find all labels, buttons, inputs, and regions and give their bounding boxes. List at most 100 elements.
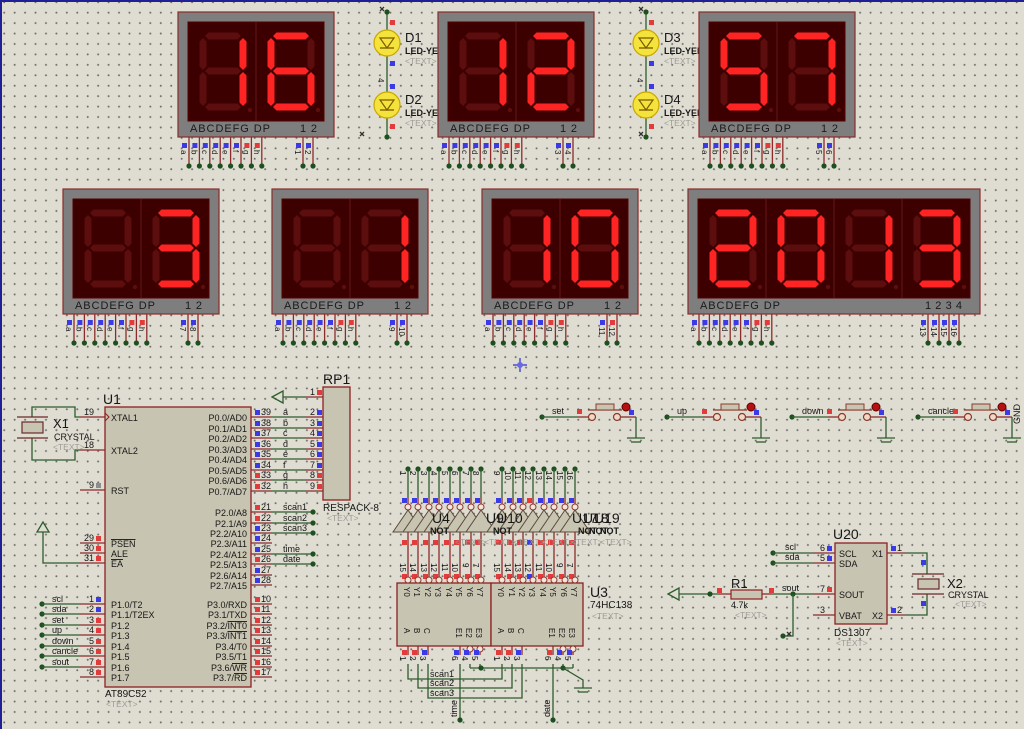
display-pin[interactable]: b — [699, 314, 713, 346]
display-pin[interactable]: 10 — [397, 314, 410, 346]
display-pin[interactable]: g — [762, 137, 776, 169]
display-pin[interactable]: 8 — [188, 314, 201, 346]
display-pin[interactable]: e — [731, 314, 744, 346]
display-pin[interactable]: 1 — [293, 137, 306, 169]
display-pin[interactable]: d — [470, 137, 483, 169]
display-pin[interactable]: 14 — [929, 314, 942, 346]
display-pin[interactable]: 13 — [918, 314, 931, 346]
display-pin[interactable]: g — [126, 314, 139, 346]
u1-pin-4[interactable]: 4P1.3up — [39, 625, 130, 641]
inverter-8[interactable]: 8 — [465, 466, 497, 577]
display-pin[interactable]: c — [85, 314, 98, 346]
display-pin[interactable]: 12 — [607, 314, 620, 346]
display-pin[interactable]: c — [721, 137, 734, 169]
display-pin[interactable]: g — [545, 314, 559, 346]
decoder-unit-2[interactable]: 15Y014Y113Y212Y311Y410Y59Y67Y71A2B3C6E14… — [490, 563, 584, 661]
display-pin[interactable]: b — [493, 314, 506, 346]
display-pin[interactable]: e — [742, 137, 755, 169]
display-pin[interactable]: b — [449, 137, 462, 169]
display-pin[interactable]: d — [720, 314, 733, 346]
button-actuator[interactable] — [997, 402, 1007, 412]
display-pin[interactable]: f — [231, 137, 244, 169]
display-pin[interactable]: b — [283, 314, 296, 346]
display-pin[interactable]: c — [460, 137, 473, 169]
microcontroller-u1[interactable]: U1AT89C52<TEXT>19XTAL118XTAL29RST29PSEN3… — [35, 391, 316, 709]
display-pin[interactable]: f — [116, 314, 129, 346]
resistor-r1[interactable]: R14.7k<TEXT> — [666, 576, 774, 620]
rtc-u20[interactable]: U20DS1307<TEXT>6SCL5SDA7SOUT3VBAT1X12X2s… — [770, 526, 905, 648]
button-actuator[interactable] — [746, 402, 756, 412]
display-pin[interactable]: d — [210, 137, 223, 169]
display-pin[interactable]: 3 — [553, 137, 566, 169]
display-pin[interactable]: a — [700, 137, 713, 169]
display-pin[interactable]: g — [751, 314, 765, 346]
display-pin[interactable]: 4 — [563, 137, 576, 169]
push-button-cancle[interactable]: cancle — [915, 402, 1021, 443]
display-pin[interactable]: 6 — [824, 137, 837, 169]
display-pin[interactable]: h — [137, 314, 150, 346]
display-pin[interactable]: f — [325, 314, 338, 346]
display-pin[interactable]: c — [294, 314, 307, 346]
display-pin[interactable]: h — [252, 137, 265, 169]
display-pin[interactable]: e — [106, 314, 119, 346]
display-pin[interactable]: 11 — [597, 314, 610, 346]
display-pin[interactable]: f — [752, 137, 765, 169]
display-pin[interactable]: f — [491, 137, 504, 169]
u1-pin-8[interactable]: 8P1.7 — [80, 667, 130, 683]
display-pin[interactable]: h — [512, 137, 525, 169]
push-button-up[interactable]: up — [664, 402, 770, 443]
u20-pin-2[interactable]: 2X2 — [872, 605, 905, 621]
display-pin[interactable]: 9 — [387, 314, 400, 346]
display-pin[interactable]: h — [346, 314, 359, 346]
display-pin[interactable]: 2 — [303, 137, 316, 169]
display-pin[interactable]: h — [556, 314, 569, 346]
display-pin[interactable]: f — [741, 314, 754, 346]
display-pin[interactable]: g — [501, 137, 514, 169]
display-pin[interactable]: c — [710, 314, 723, 346]
decoder-u3[interactable]: 15Y014Y113Y212Y311Y410Y59Y67Y71A2B3C6E14… — [396, 563, 633, 723]
display-pin[interactable]: a — [689, 314, 702, 346]
display-pin[interactable]: c — [200, 137, 213, 169]
display-pin[interactable]: 16 — [949, 314, 962, 346]
display-pin[interactable]: e — [525, 314, 538, 346]
display-pin[interactable]: g — [335, 314, 348, 346]
display-pin[interactable]: e — [221, 137, 234, 169]
display-pin[interactable]: b — [74, 314, 87, 346]
display-pin[interactable]: d — [95, 314, 108, 346]
display-pin[interactable]: d — [731, 137, 744, 169]
